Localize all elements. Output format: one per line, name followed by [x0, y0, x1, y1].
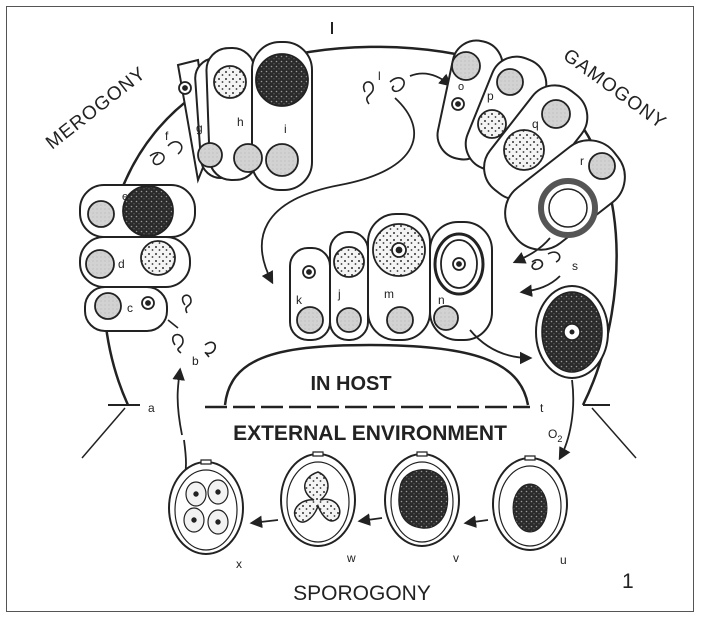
stage-k: k: [296, 293, 303, 307]
oocyst-x: [169, 460, 243, 554]
in-host-label: IN HOST: [310, 373, 391, 395]
merozoite-f-1: [150, 153, 164, 165]
merozoite-l-1: [364, 82, 374, 104]
sporogony-label: SPOROGONY: [293, 582, 431, 605]
stage-n: n: [438, 293, 445, 307]
stage-d: d: [118, 257, 125, 271]
stage-a: a: [148, 401, 155, 415]
oocyst-w: [281, 452, 355, 546]
arrow-u-to-v: [466, 520, 488, 523]
arrow-s-to-n: [522, 276, 560, 292]
stage-v: v: [453, 551, 459, 565]
microgamete-s-1: [532, 260, 542, 269]
merozoite-l-2: [390, 78, 404, 92]
sporozoites-b: [168, 295, 215, 357]
merogony-label: MEROGONY: [42, 63, 150, 154]
stage-x: x: [236, 557, 242, 571]
arrow-l-to-gamogony: [410, 73, 450, 85]
stage-w: w: [346, 551, 356, 565]
stage-o: o: [458, 81, 464, 93]
stage-c: c: [127, 301, 133, 315]
microgamete-s-2: [548, 252, 560, 262]
merozoite-f-2: [168, 142, 182, 154]
stage-e: e: [122, 191, 128, 203]
stage-f: f: [165, 129, 169, 143]
stage-l: l: [378, 69, 381, 83]
external-environment-label: EXTERNAL ENVIRONMENT: [233, 422, 507, 445]
stage-m: m: [384, 287, 394, 301]
arrow-t-to-u: [560, 380, 573, 458]
stage-b: b: [192, 354, 199, 368]
stage-t: t: [540, 401, 544, 415]
stage-q: q: [532, 117, 539, 131]
oxygen-label: O2: [548, 427, 562, 444]
arrow-w-to-x: [252, 520, 278, 523]
oocyst-u: [493, 456, 567, 550]
oocyst-v: [385, 452, 459, 546]
boundary-slope-right: [592, 408, 636, 458]
zygote-nucleolus: [570, 330, 575, 335]
stage-j: j: [337, 287, 341, 301]
arrow-a-to-b: [178, 370, 182, 435]
stage-p: p: [487, 89, 494, 103]
stage-g: g: [196, 121, 203, 135]
arrow-v-to-w: [360, 518, 382, 521]
boundary-slope-left: [82, 408, 125, 458]
stage-i: i: [284, 122, 287, 136]
stage-h: h: [237, 115, 244, 129]
stage-s: s: [572, 259, 578, 273]
figure-number: 1: [622, 570, 634, 593]
stage-r: r: [580, 154, 584, 168]
stage-u: u: [560, 553, 567, 567]
